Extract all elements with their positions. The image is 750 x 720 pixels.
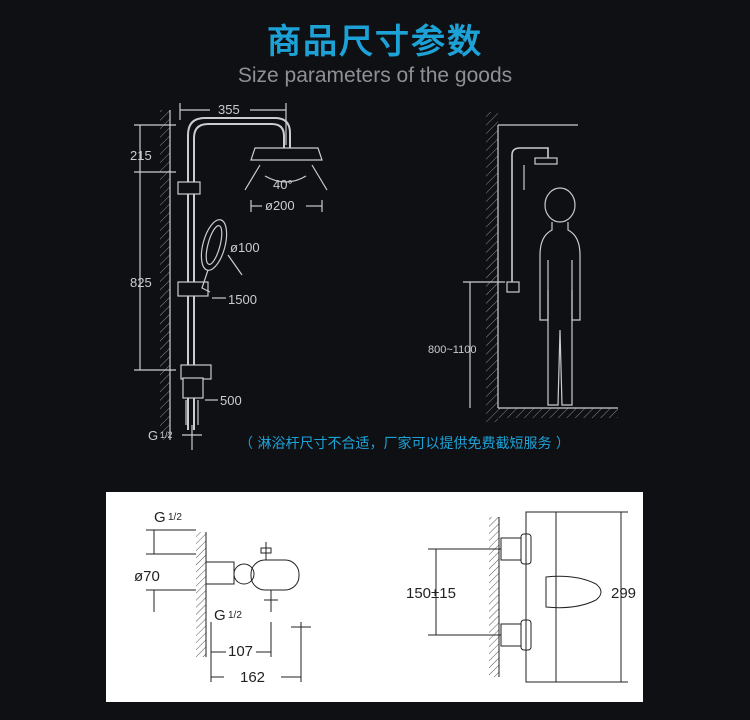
length-label: 299 bbox=[611, 585, 636, 602]
dim-top-label: 215 bbox=[130, 148, 152, 163]
shower-column-diagram: 355 215 825 40° ø200 ø100 1500 500 G 1/2… bbox=[130, 102, 618, 450]
thread-frac-label: 1/2 bbox=[160, 430, 173, 440]
wall-hatch bbox=[160, 110, 170, 440]
height-range-label: 800~1100 bbox=[428, 344, 476, 356]
thread-label: G bbox=[148, 428, 158, 443]
valve-diagram: G 1/2 ø70 G 1/2 107 162 150±15 299 bbox=[134, 509, 636, 686]
dim-height-label: 825 bbox=[130, 275, 152, 290]
dim-valve-label: 500 bbox=[220, 393, 242, 408]
right-wall-hatch bbox=[489, 517, 499, 677]
human-figure-icon bbox=[539, 187, 581, 406]
thread-bottom-label: G bbox=[214, 607, 226, 624]
diameter-label: ø70 bbox=[134, 568, 160, 585]
spacing-label: 150±15 bbox=[406, 585, 456, 602]
head-diameter-label: ø200 bbox=[265, 198, 295, 213]
dim-hand-label: 1500 bbox=[228, 292, 257, 307]
dim-107-label: 107 bbox=[228, 643, 253, 660]
floor-hatch bbox=[498, 408, 618, 418]
valve-panel: G 1/2 ø70 G 1/2 107 162 150±15 299 bbox=[106, 492, 643, 702]
dim-width-label: 355 bbox=[218, 102, 240, 117]
page-subtitle: Size parameters of the goods bbox=[237, 64, 513, 87]
thread-top-label: G bbox=[154, 509, 166, 526]
room-wall-hatch bbox=[486, 112, 498, 422]
hand-diameter-label: ø100 bbox=[230, 240, 260, 255]
thread-top-frac: 1/2 bbox=[168, 512, 182, 523]
valve-wall-hatch bbox=[196, 532, 206, 657]
angle-label: 40° bbox=[273, 177, 293, 192]
dim-162-label: 162 bbox=[240, 669, 265, 686]
thread-bottom-frac: 1/2 bbox=[228, 610, 242, 621]
note-text: （ 淋浴杆尺寸不合适，厂家可以提供免费截短服务 ） bbox=[239, 436, 570, 452]
page-title: 商品尺寸参数 bbox=[267, 22, 483, 62]
